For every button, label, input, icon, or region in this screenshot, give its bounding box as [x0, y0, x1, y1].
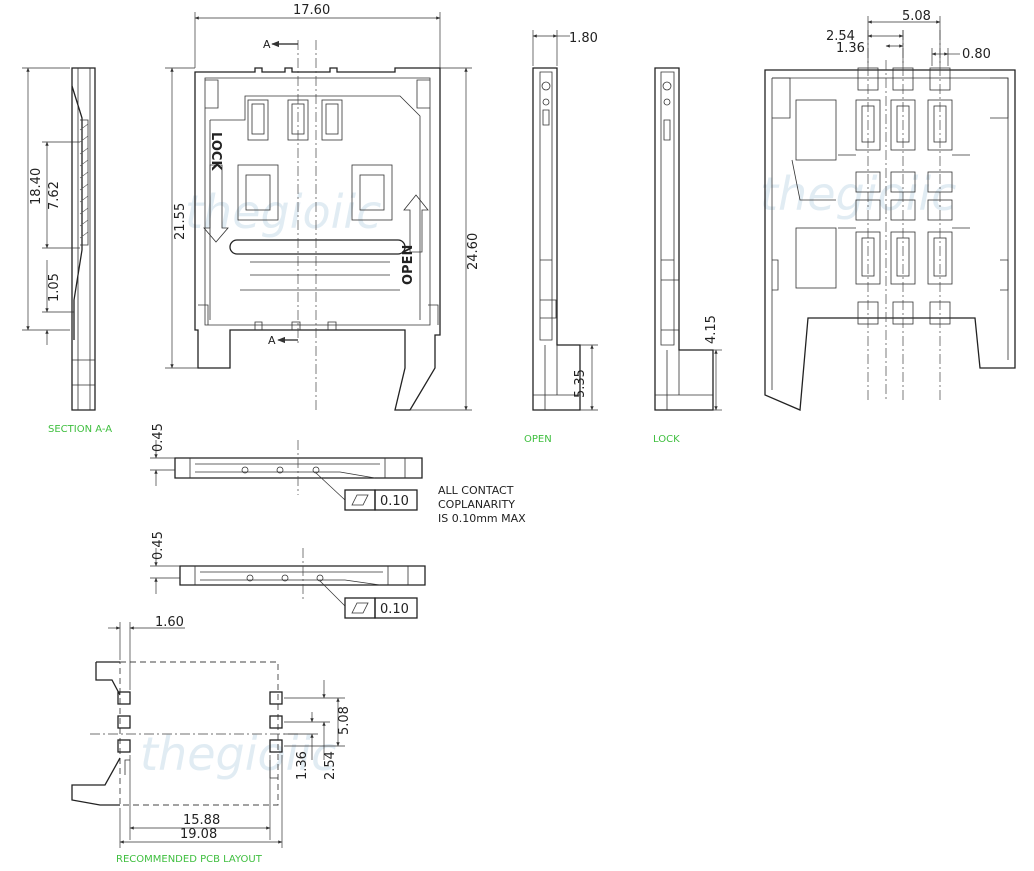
side-profile-2: 0.45 0.10 — [150, 531, 426, 619]
note-line-1: ALL CONTACT — [438, 484, 514, 497]
pcb-dim-w2: 19.08 — [180, 827, 217, 842]
section-mark-top: A — [263, 38, 271, 51]
watermark-pcb: thegioiic — [140, 727, 336, 781]
open-dim-bottom: 5.35 — [573, 369, 588, 398]
pcb-dim-v2: 2.54 — [323, 751, 338, 780]
section-view: 18.40 7.62 1.05 SECTION A-A — [22, 67, 112, 435]
note-line-2: COPLANARITY — [438, 498, 515, 511]
top-dim-height-left: 21.55 — [173, 203, 188, 240]
section-label: SECTION A-A — [48, 424, 112, 435]
section-dim-mid: 7.62 — [47, 181, 62, 210]
open-text: OPEN — [401, 245, 416, 285]
open-view: 1.80 5.35 OPEN — [524, 30, 598, 445]
watermarks: thegioiic thegioiic thegioiic — [140, 167, 956, 781]
contacts-view: 5.08 2.54 1.36 0.80 — [764, 9, 1016, 411]
pcb-dim-w1: 15.88 — [183, 813, 220, 828]
section-mark-bottom: A — [268, 334, 276, 347]
top-dim-width: 17.60 — [293, 3, 330, 18]
pcb-dim-v3: 1.36 — [295, 751, 310, 780]
contacts-dim-pitch-large: 5.08 — [902, 9, 931, 24]
watermark-right: thegioiic — [760, 167, 956, 221]
top-view: LOCK OPEN A A 17.60 21.55 24.60 — [165, 3, 481, 412]
side2-tolerance: 0.10 — [380, 602, 409, 617]
section-dim-low: 1.05 — [47, 273, 62, 302]
side-profile-1: 0.45 0.10 ALL CONTACT COPLANARITY IS 0.1… — [150, 423, 526, 525]
side1-dim-thickness: 0.45 — [151, 423, 166, 452]
contacts-dim-offset: 1.36 — [836, 41, 865, 56]
watermark-top: thegioiic — [185, 185, 381, 239]
contacts-dim-pad: 0.80 — [962, 47, 991, 62]
open-dim-top: 1.80 — [569, 31, 598, 46]
lock-view: 4.15 LOCK — [653, 67, 722, 445]
side1-tolerance: 0.10 — [380, 494, 409, 509]
pcb-dim-v1: 5.08 — [337, 706, 352, 735]
contacts-dim-pitch: 2.54 — [826, 29, 855, 44]
pcb-label: RECOMMENDED PCB LAYOUT — [116, 854, 263, 865]
section-dim-total: 18.40 — [29, 168, 44, 205]
pcb-layout: 1.60 15.88 19.08 5.08 2.54 1.36 RECOMMEN… — [71, 615, 352, 865]
note-line-3: IS 0.10mm MAX — [438, 512, 526, 525]
open-label: OPEN — [524, 434, 552, 445]
lock-label: LOCK — [653, 434, 680, 445]
top-dim-height-right: 24.60 — [466, 233, 481, 270]
lock-dim-bottom: 4.15 — [704, 315, 719, 344]
side2-dim-thickness: 0.45 — [151, 531, 166, 560]
lock-text: LOCK — [208, 132, 223, 171]
pcb-dim-top: 1.60 — [155, 615, 184, 630]
